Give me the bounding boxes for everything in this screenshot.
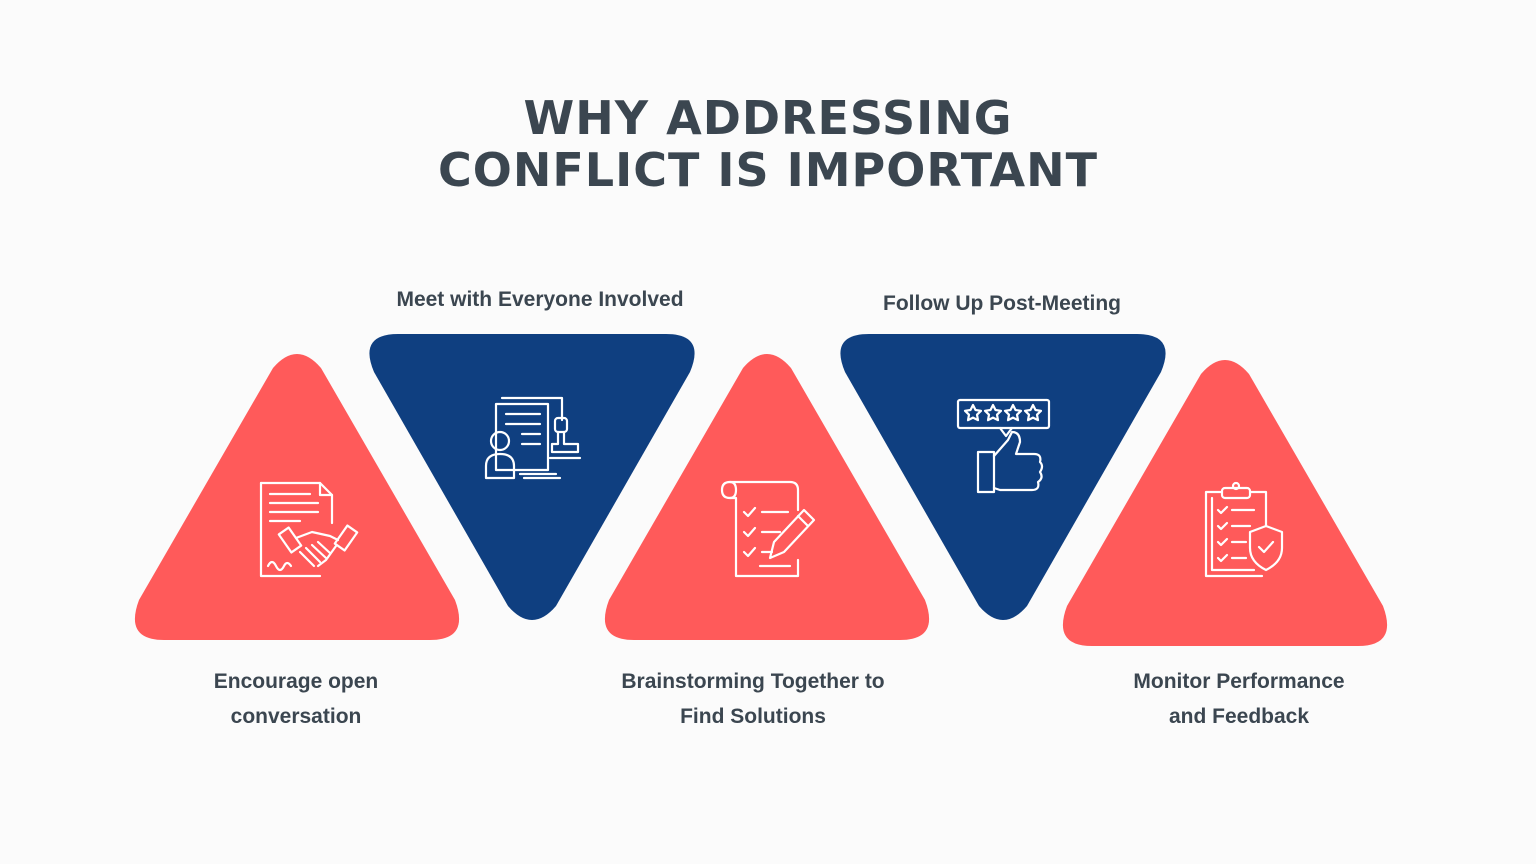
step-5-label: Monitor Performance and Feedback	[1133, 670, 1345, 728]
title-line-2: CONFLICT IS IMPORTANT	[438, 143, 1098, 197]
step-5-triangle	[1062, 360, 1388, 646]
title-line-1: WHY ADDRESSING	[523, 91, 1013, 145]
step-2-label: Meet with Everyone Involved	[396, 288, 684, 311]
documents-stamp-person-icon	[484, 396, 582, 480]
step-3-label: Brainstorming Together to Find Solutions	[621, 670, 885, 728]
step-4-label: Follow Up Post-Meeting	[883, 292, 1121, 315]
clipboard-shield-icon	[1204, 481, 1284, 578]
handshake-agreement-icon	[259, 481, 359, 578]
step-1-label: Encourage open conversation	[213, 670, 379, 728]
page-title: WHY ADDRESSING CONFLICT IS IMPORTANT	[0, 92, 1536, 196]
step-1-triangle	[134, 354, 460, 640]
step-3-triangle	[604, 354, 930, 640]
step-4-triangle	[840, 334, 1166, 620]
thumbs-up-rating-icon	[956, 398, 1051, 494]
checklist-pencil-icon	[720, 480, 816, 578]
